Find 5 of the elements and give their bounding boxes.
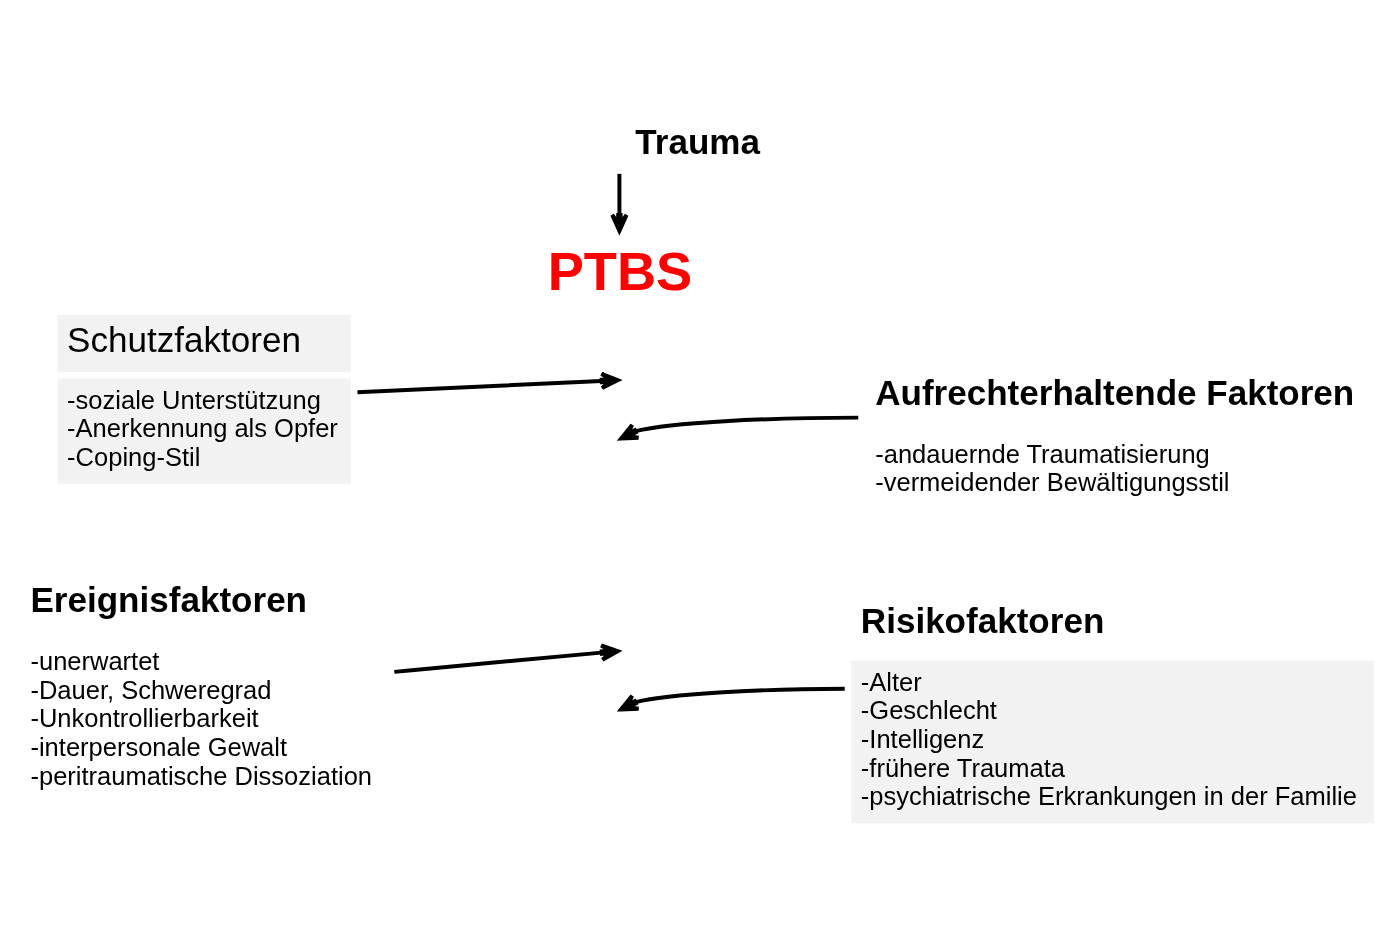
node-text: Aufrechterhaltende Faktoren -andauernde Traumatisierung -vermeidender Bewältigungsstil <box>875 373 1355 497</box>
node-text: Ereignisfaktoren -unerwartet -Dauer, Schweregrad -Unkontrollierbarkeit -interpersonale Gewalt -peritraumatische Dissoziation <box>30 580 373 790</box>
node-text: PTBS <box>547 240 693 301</box>
node-label: Risikofaktoren <box>860 600 1105 640</box>
diagram-title: Trauma <box>635 122 761 162</box>
